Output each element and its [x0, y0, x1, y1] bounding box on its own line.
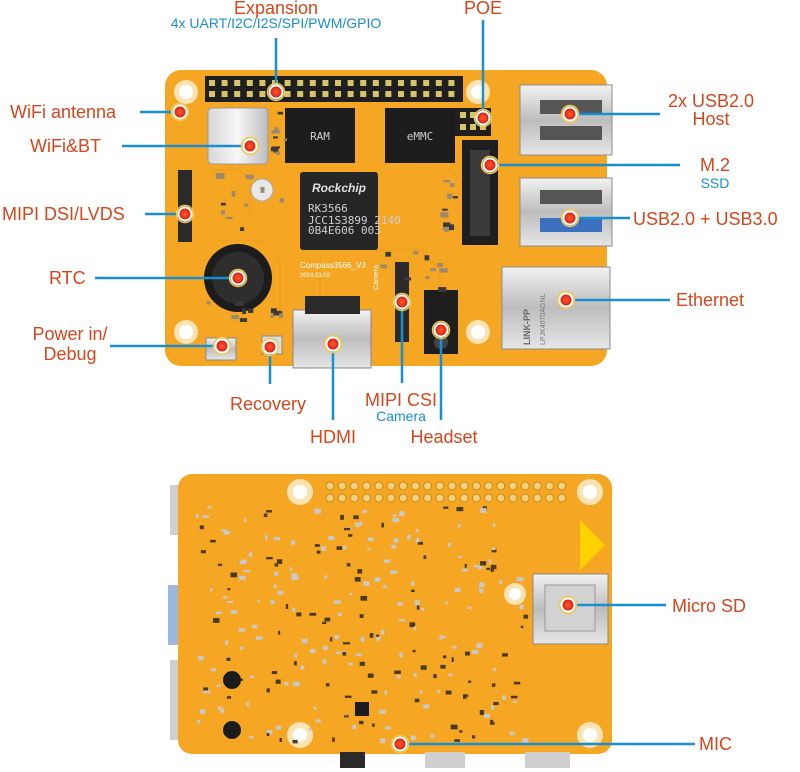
label-headset: Headset — [410, 427, 478, 447]
bottom-mounting-holes — [287, 479, 603, 748]
soc-line1: JCC1S3899 2140 — [308, 214, 401, 227]
label-poe: POE — [463, 0, 502, 18]
label-debug: Debug — [43, 344, 97, 364]
markers — [170, 82, 580, 754]
label-hdmi: HDMI — [310, 427, 356, 447]
soc-model: RK3566 — [308, 202, 348, 215]
eth-brand: LINK-PP — [522, 309, 532, 345]
gpio-header — [205, 76, 463, 102]
bottom-board — [168, 474, 612, 768]
top-board: RAM eMMC Rockchip RK3566 JCC1S3899 2140 … — [165, 70, 613, 369]
label-wifi-antenna: WiFi antenna — [10, 102, 117, 122]
mounting-holes — [174, 80, 490, 344]
wifi-module — [207, 107, 269, 165]
label-usb2-host-1: 2x USB2.0 — [667, 91, 755, 111]
soc-brand: Rockchip — [312, 181, 366, 195]
soc-line2: 0B4E606 003 — [308, 224, 381, 237]
label-recovery: Recovery — [229, 394, 307, 414]
ram-chip — [285, 108, 355, 163]
label-micro-sd: Micro SD — [672, 596, 747, 616]
board-name: Compass3566_V3 — [300, 261, 366, 270]
sublabel-ssd: SSD — [700, 175, 730, 191]
sublabel-camera: Camera — [376, 408, 426, 424]
board-date: 2024.03.02 — [300, 273, 331, 279]
label-expansion: Expansion — [233, 0, 319, 18]
soc-chip — [300, 172, 378, 250]
emmc-chip — [385, 108, 455, 163]
label-wifi-bt: WiFi&BT — [30, 136, 101, 156]
camera-silk: Camera — [373, 265, 380, 290]
emmc-silk: eMMC — [407, 130, 434, 143]
label-rtc: RTC — [49, 268, 86, 288]
ethernet-port — [501, 266, 611, 350]
label-usb2-host-2: Host — [692, 109, 730, 129]
label-mic: MIC — [699, 734, 732, 754]
label-mipi-csi: MIPI CSI — [364, 390, 437, 410]
label-usb-combo: USB2.0 + USB3.0 — [633, 209, 778, 229]
ram-silk: RAM — [310, 130, 330, 143]
label-m2: M.2 — [699, 155, 730, 175]
label-mipi-dsi: MIPI DSI/LVDS — [2, 204, 125, 224]
label-ethernet: Ethernet — [676, 290, 745, 310]
eth-part: LPJK4070AGNL — [540, 294, 547, 345]
label-power-in: Power in/ — [32, 324, 108, 344]
leader-lines — [95, 20, 695, 746]
sublabel-expansion: 4x UART/I2C/I2S/SPI/PWM/GPIO — [170, 15, 382, 31]
